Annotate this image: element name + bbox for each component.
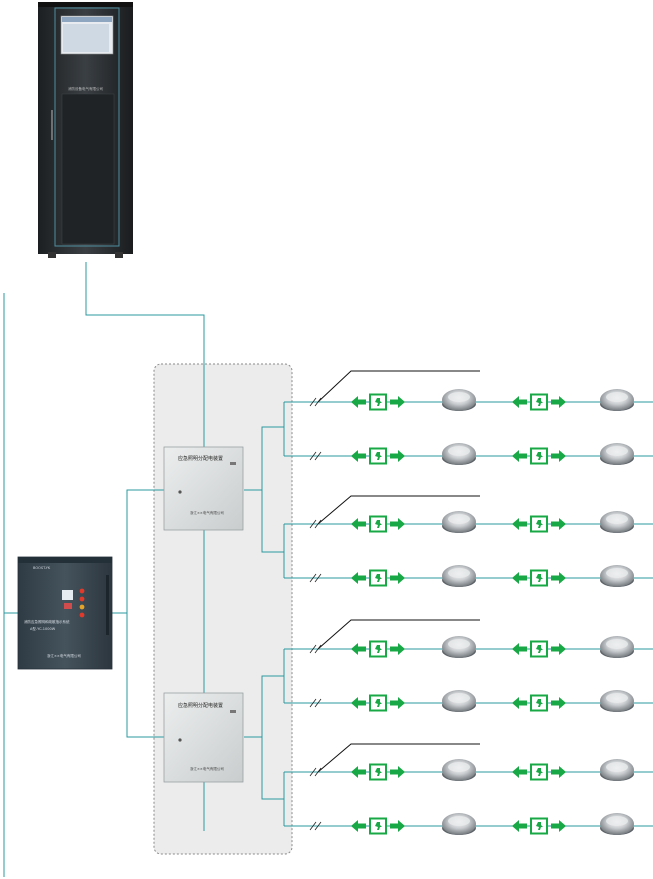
emergency-lamp-icon [600,565,634,587]
exit-sign-icon [351,515,405,533]
server-cabinet [38,2,133,258]
wire-tick [309,644,317,654]
central-controller [17,556,113,670]
leader-lines [317,370,480,773]
wire-tick [309,767,317,777]
emergency-lamp-icon [442,759,476,781]
wire-tick [314,519,322,529]
exit-sign-icon [351,569,405,587]
emergency-lamp-icon [600,389,634,411]
controller-line-1: 消防应急照明和疏散指示系统 [24,620,70,624]
exit-sign-icon [351,393,405,411]
wire-tick [314,397,322,407]
wire-tick [309,397,317,407]
exit-sign-icon [512,817,566,835]
emergency-lamp-icon [600,443,634,465]
controller-footer: 浙江××电气有限公司 [47,654,81,658]
emergency-lamp-icon [442,813,476,835]
wire-tick [309,519,317,529]
emergency-lamp-icon [600,690,634,712]
box-1-title: 应急照明分配电装置 [178,456,224,462]
emergency-lamp-icon [442,636,476,658]
wire-tick [309,698,317,708]
wire-tick [309,573,317,583]
exit-sign-icon [351,447,405,465]
cabinet-company-label: 消防设备电气有限公司 [68,87,103,91]
wire-tick [314,698,322,708]
emergency-lamp-icon [600,813,634,835]
wire-tick [314,451,322,461]
distribution-box-1 [163,446,244,531]
wire-tick [314,767,322,777]
exit-sign-icon [512,569,566,587]
emergency-lamp-icon [442,443,476,465]
wire-tick [314,573,322,583]
wire-tick [314,644,322,654]
emergency-lamp-icon [442,690,476,712]
wire-ticks [309,397,322,831]
emergency-lamp-icon [600,511,634,533]
exit-sign-icon [512,640,566,658]
emergency-lamp-icon [600,759,634,781]
exit-sign-icon [512,763,566,781]
exit-sign-icon [351,817,405,835]
wire-tick [309,451,317,461]
exit-sign-icon [512,447,566,465]
exit-sign-icon [512,694,566,712]
wire-tick [309,821,317,831]
box-2-footer: 浙江××电气有限公司 [190,767,224,771]
exit-sign-icon [351,640,405,658]
box-2-title: 应急照明分配电装置 [178,703,224,709]
emergency-lamp-icon [442,565,476,587]
controller-line-2: A型-YC-1000W [30,627,56,631]
distribution-box-2 [163,692,244,783]
box-1-footer: 浙江××电气有限公司 [190,511,224,515]
emergency-lamp-icon [442,389,476,411]
exit-sign-icon [351,694,405,712]
controller-header: BOOST-YK [33,566,51,570]
emergency-lamp-icon [600,636,634,658]
exit-sign-icon [512,515,566,533]
exit-sign-icon [512,393,566,411]
wire-tick [314,821,322,831]
exit-sign-icon [351,763,405,781]
emergency-lamp-icon [442,511,476,533]
